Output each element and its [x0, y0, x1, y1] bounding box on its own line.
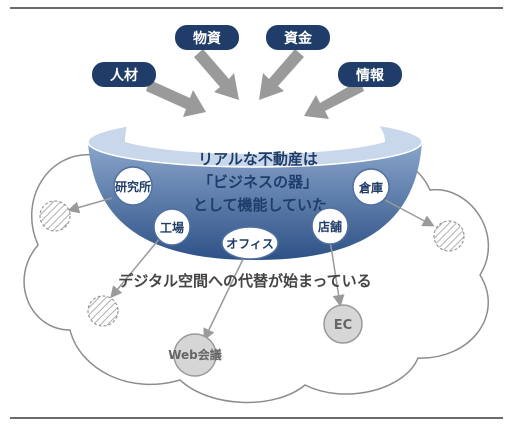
facility-label-lab: 研究所	[115, 179, 151, 194]
input-label-shikin: 資金	[284, 30, 313, 47]
connector-warehouse	[384, 199, 435, 227]
bowl-line-3: として機能していた	[193, 196, 327, 214]
arrow-joho	[304, 80, 364, 119]
connector-factory	[110, 237, 161, 299]
input-jinzai: 人材	[92, 62, 156, 87]
digital-caption: デジタル空間への代替が始まっている	[118, 272, 371, 290]
digital-node-label-web-meeting: Web会議	[168, 347, 222, 362]
bowl-line-1: リアルな不動産は	[198, 150, 318, 168]
digital-node-ec: EC	[323, 304, 363, 344]
input-shikin: 資金	[266, 25, 330, 50]
connector-lab	[67, 197, 113, 214]
input-arrows	[146, 49, 364, 119]
placeholder-circle-left	[39, 200, 71, 232]
arrow-jinzai	[146, 80, 206, 117]
facility-label-factory: 工場	[160, 220, 184, 235]
placeholder-circle-right	[433, 220, 465, 252]
facility-office: オフィス	[221, 226, 279, 260]
facility-factory: 工場	[153, 208, 191, 246]
facility-warehouse: 倉庫	[352, 168, 390, 206]
input-joho: 情報	[338, 62, 402, 87]
facility-label-office: オフィス	[226, 237, 274, 251]
placeholder-circle-lower-left	[87, 295, 119, 327]
facility-lab: 研究所	[113, 166, 153, 206]
input-label-joho: 情報	[356, 67, 385, 84]
facility-store: 店舗	[311, 207, 349, 245]
arrow-busshi	[194, 49, 239, 100]
input-label-busshi: 物資	[193, 30, 221, 47]
connector-arrows	[67, 197, 435, 341]
connector-store	[329, 239, 345, 307]
facility-label-warehouse: 倉庫	[358, 180, 383, 195]
facility-label-store: 店舗	[318, 219, 342, 234]
input-label-jinzai: 人材	[110, 67, 138, 84]
arrow-shikin	[259, 49, 304, 100]
bowl-line-2: 「ビジネスの器」	[198, 173, 318, 191]
digital-node-web-meeting: Web会議	[168, 333, 222, 377]
connector-office	[203, 254, 246, 341]
input-busshi: 物資	[175, 25, 239, 50]
digital-node-label-ec: EC	[334, 318, 352, 333]
